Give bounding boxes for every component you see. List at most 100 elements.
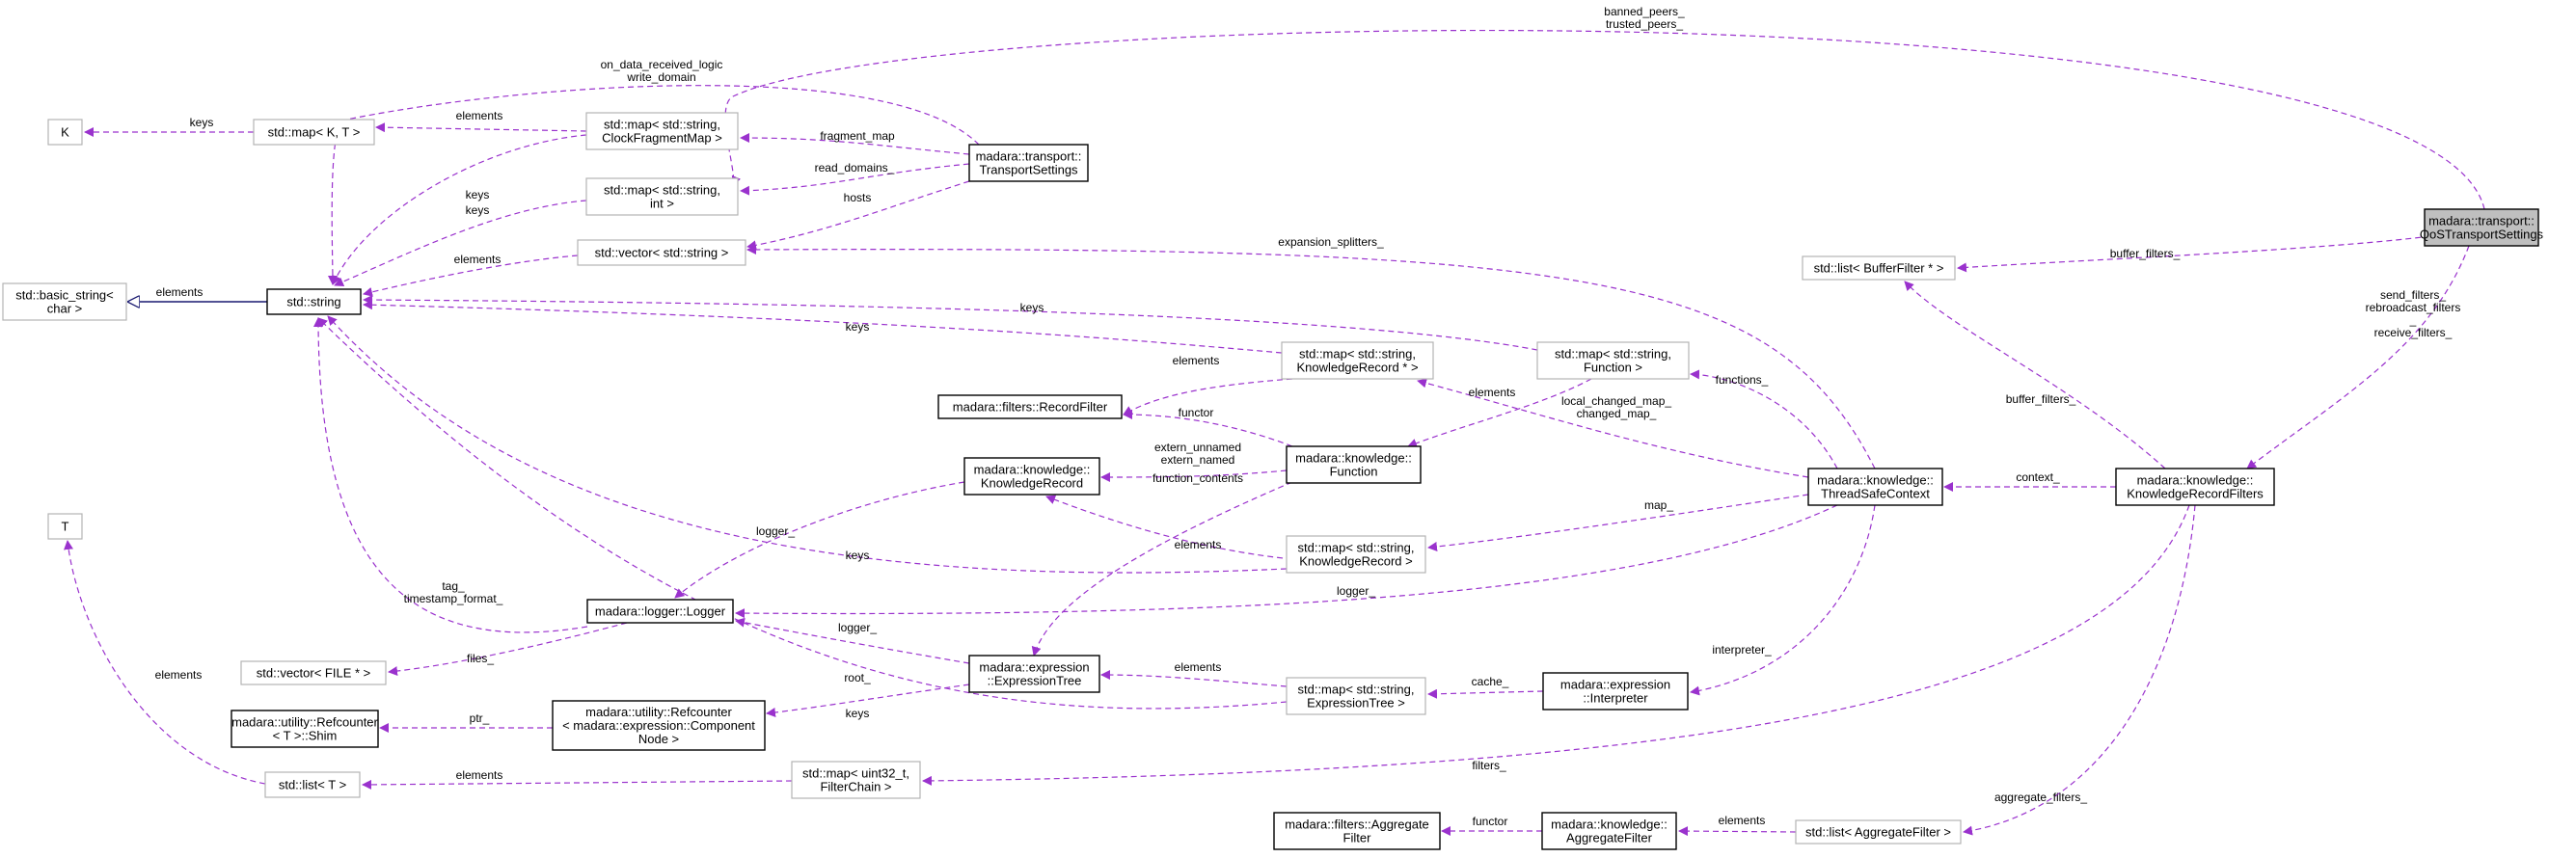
edge-krf-filters [922,504,2190,786]
edge-label-line: elements [1175,538,1222,551]
edge-tsc-map [1427,494,1809,551]
edge-label-qos-bufferfilters: buffer_filters_ [2110,247,2181,260]
edge-mapfunc-elements [1407,378,1592,448]
class-node-string[interactable]: std::string [266,288,362,315]
node-label: AggregateFilter [1566,831,1653,845]
edge-line-ts-onreceived [327,85,980,285]
class-node-vector-file[interactable]: std::vector< FILE * > [240,660,387,685]
node-label: Node > [638,732,679,746]
edge-label-af-functor: functor [1473,815,1508,828]
class-node-map-filter-chain[interactable]: std::map< uint32_t,FilterChain > [791,761,921,799]
edge-label-line: interpreter_ [1712,643,1772,657]
class-node-kr-filters[interactable]: madara::knowledge::KnowledgeRecordFilter… [2115,468,2275,506]
class-node-thread-safe-context[interactable]: madara::knowledge::ThreadSafeContext [1807,468,1943,506]
edge-label-logger-files: files_ [467,652,494,665]
class-node-vector-string[interactable]: std::vector< std::string > [577,239,746,266]
class-node-map-clock[interactable]: std::map< std::string,ClockFragmentMap > [585,112,739,150]
node-label: madara::expression [1560,678,1670,692]
node-box [968,144,1089,182]
class-node-refcounter-component[interactable]: madara::utility::Refcounter< madara::exp… [552,700,766,751]
node-label: KnowledgeRecord * > [1296,361,1418,375]
edge-label-mapkt-elements: elements [456,109,503,122]
edge-et-root [766,684,970,717]
node-label: std::map< std::string, [604,183,720,198]
class-node-aggregate-filter-filters[interactable]: madara::filters::AggregateFilter [1273,812,1441,850]
node-label: KnowledgeRecord [981,476,1083,491]
class-node-basic-string[interactable]: std::basic_string<char > [2,282,127,321]
edge-label-line: cache_ [1472,675,1509,688]
edge-label-line: buffer_filters_ [2006,392,2076,406]
edge-tsc-functions [1690,369,1838,469]
edge-label-kt-keys: keys [190,116,214,129]
node-label: std::map< std::string, [604,118,720,132]
node-box [1802,255,1956,281]
edge-label-krptr-keys: keys [846,320,870,334]
edge-label-line: local_changed_map_ [1561,394,1671,408]
class-node-map-kt[interactable]: std::map< K, T > [253,119,375,146]
class-node-list-buffer-filter[interactable]: std::list< BufferFilter * > [1802,255,1956,281]
class-node-qos[interactable]: madara::transport::QoSTransportSettings [2420,208,2544,247]
node-label: std::map< uint32_t, [802,766,909,781]
node-label: Function [1330,465,1378,479]
edge-label-line: keys [466,188,490,201]
edge-line-tsc-localchanged [1417,378,1809,478]
edge-label-line: elements [155,668,203,682]
edge-label-tsc-localchanged: local_changed_map_changed_map_ [1561,394,1671,420]
edge-label-clock-keys: keys [466,188,490,201]
edge-mapet-elements [1100,670,1288,687]
class-node-list-t[interactable]: std::list< T > [264,771,361,798]
class-node-map-kr[interactable]: std::map< std::string,KnowledgeRecord > [1286,535,1426,574]
edge-line-kr-logger [674,481,965,599]
edge-label-krptr-elements: elements [1173,354,1220,367]
class-node-list-aggregate[interactable]: std::list< AggregateFilter > [1795,819,1962,845]
edge-label-line: read_domains_ [815,161,895,174]
class-node-map-kr-ptr[interactable]: std::map< std::string,KnowledgeRecord * … [1281,341,1434,380]
class-node-t[interactable]: T [47,513,83,540]
edge-label-tsc-interpreter: interpreter_ [1712,643,1772,657]
class-node-logger[interactable]: madara::logger::Logger [586,599,734,624]
edge-mapkt-elements [375,122,587,133]
class-node-function[interactable]: madara::knowledge::Function [1286,445,1422,484]
edge-label-tsc-functions: functions_ [1716,373,1769,387]
node-label: < T >::Shim [273,729,338,743]
class-node-record-filter[interactable]: madara::filters::RecordFilter [937,394,1123,419]
class-node-transport-settings[interactable]: madara::transport::TransportSettings [968,144,1089,182]
node-box [1281,341,1434,380]
class-node-map-expr-tree[interactable]: std::map< std::string,ExpressionTree > [1286,677,1426,715]
node-label: std::map< std::string, [1555,347,1671,362]
node-label: T [62,520,69,534]
edge-line-qos-bufferfilters [1957,235,2431,273]
edge-line-ts-hosts [746,180,970,251]
edge-line-logger-tag [313,317,588,633]
class-node-map-function[interactable]: std::map< std::string,Function > [1536,341,1690,380]
class-node-map-int[interactable]: std::map< std::string,int > [585,177,739,216]
class-node-refcounter-shim[interactable]: madara::utility::Refcounter< T >::Shim [230,710,379,748]
node-box [264,771,361,798]
edge-logger-tag [313,317,588,633]
edge-et-logger [735,617,970,664]
edge-qos-trusted [724,29,2485,210]
node-label: std::map< K, T > [268,125,361,140]
node-label: madara::expression [979,660,1089,675]
edge-label-ts-readdomains: read_domains_ [815,161,895,174]
class-node-interpreter[interactable]: madara::expression::Interpreter [1542,672,1689,711]
edge-label-line: map_ [1644,498,1673,512]
edge-mapfunc-keys [363,295,1538,351]
edge-label-line: elements [1173,354,1220,367]
class-node-k[interactable]: K [47,119,83,146]
edge-line-func-contents [1031,481,1293,657]
node-box [791,761,921,799]
edge-line-et-logger [735,617,970,664]
node-label: std::string [286,295,340,309]
edge-label-ts-hosts: hosts [844,191,872,204]
edge-label-line: context_ [2016,470,2060,484]
node-label: madara::transport:: [2428,214,2535,228]
edge-label-line: keys [846,707,870,720]
edge-label-tsc-map: map_ [1644,498,1673,512]
edge-label-func-functor: functor [1179,406,1214,419]
class-node-expression-tree[interactable]: madara::expression::ExpressionTree [968,655,1100,693]
class-node-knowledge-record[interactable]: madara::knowledge::KnowledgeRecord [963,457,1100,496]
edge-label-qos-trusted: banned_peers_trusted_peers_ [1604,5,1685,31]
class-node-aggregate-filter[interactable]: madara::knowledge::AggregateFilter [1541,812,1677,850]
edge-qos-bufferfilters [1957,235,2431,273]
